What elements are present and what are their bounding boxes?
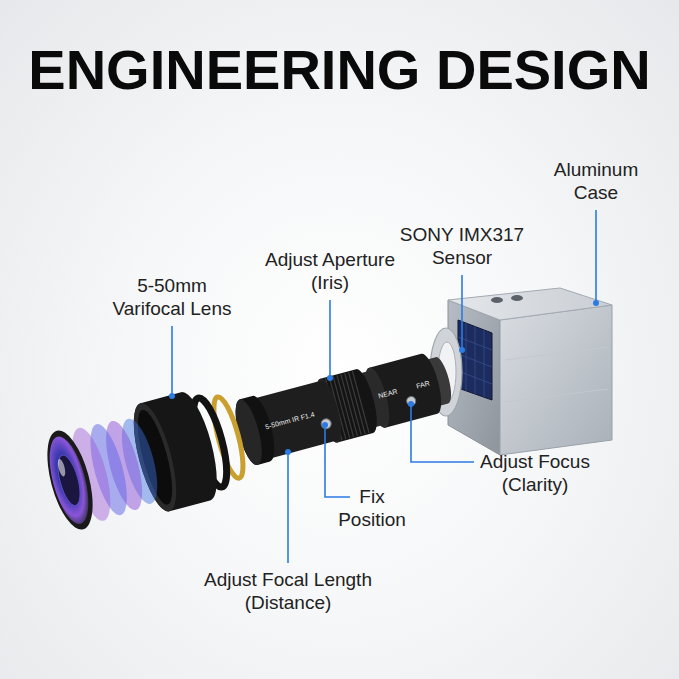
part-label: Aluminum Case (541, 158, 651, 204)
part-label: SONY IMX317 Sensor (392, 223, 532, 269)
part-label: Fix Position (327, 485, 417, 531)
leader-dots (169, 300, 599, 455)
part-label: Adjust Focal Length (Distance) (188, 568, 388, 614)
lens-barrel (37, 324, 463, 539)
diagram-title: ENGINEERING DESIGN (0, 42, 679, 98)
part-label: Adjust Focus (Clarity) (470, 450, 600, 496)
part-label: Adjust Aperture (Iris) (255, 248, 405, 294)
leader-lines (172, 210, 596, 563)
part-label: 5-50mm Varifocal Lens (105, 274, 240, 320)
aluminum-case (448, 288, 612, 455)
